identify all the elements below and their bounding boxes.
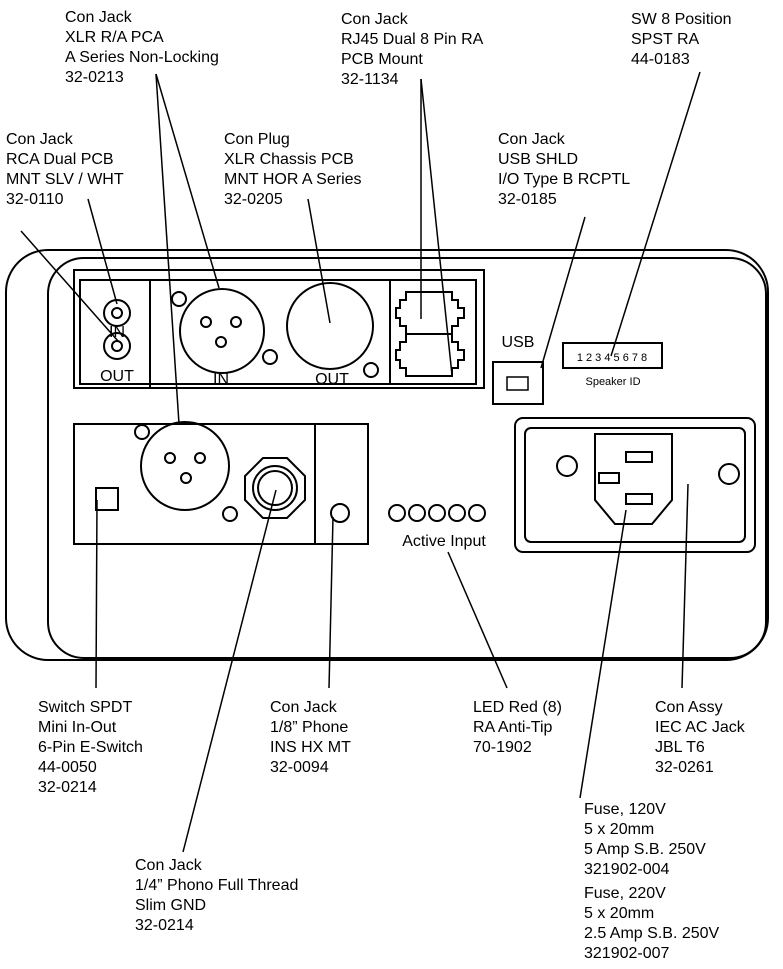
xlr-in-screw-bottom xyxy=(262,349,278,365)
leader-xlr-ra-a xyxy=(155,73,220,289)
usb-port-opening xyxy=(506,376,529,391)
xlr-out-label: OUT xyxy=(315,371,349,388)
leader-xlr-chassis xyxy=(307,198,331,324)
dip-switch-housing xyxy=(562,342,663,369)
rj45-bracket xyxy=(389,279,477,385)
xlr-combo-jack xyxy=(140,421,230,511)
iec-screw-right xyxy=(718,463,740,485)
active-input-label: Active Input xyxy=(402,533,486,550)
rca-in-label: IN xyxy=(109,324,125,341)
leader-dip-switch xyxy=(610,71,701,357)
leader-quarter-phono xyxy=(182,489,277,853)
quarter-phono-jack xyxy=(252,465,298,511)
leader-led xyxy=(447,551,508,689)
xlr-combo-pin-3 xyxy=(180,472,192,484)
leader-xlr-ra-b xyxy=(155,73,180,425)
xlr-in-jack xyxy=(179,288,265,374)
rj45-upper xyxy=(395,291,465,335)
leader-eighth-phone xyxy=(328,516,334,689)
usb-port-housing xyxy=(492,361,544,405)
callout-fuse-120: Fuse, 120V 5 x 20mm 5 Amp S.B. 250V 3219… xyxy=(584,801,706,878)
callout-dip-switch: SW 8 Position SPST RA 44-0183 xyxy=(631,11,732,68)
iec-contact-top xyxy=(625,451,653,463)
rca-in-jack xyxy=(103,299,131,327)
xlr-combo-screw-bottom xyxy=(222,506,238,522)
panel-outer-frame xyxy=(5,249,769,661)
usb-label: USB xyxy=(502,334,535,351)
leader-spdt xyxy=(95,499,98,689)
callout-fuse-220: Fuse, 220V 5 x 20mm 2.5 Amp S.B. 250V 32… xyxy=(584,885,720,962)
rj45-lower xyxy=(395,333,465,377)
callout-quarter-phono: Con Jack 1/4” Phono Full Thread Slim GND… xyxy=(135,857,299,934)
callout-led: LED Red (8) RA Anti-Tip 70-1902 xyxy=(473,699,562,756)
leader-usb xyxy=(540,216,586,369)
active-input-led-3 xyxy=(428,504,446,522)
xlr-combo-pin-1 xyxy=(164,452,176,464)
active-input-led-1 xyxy=(388,504,406,522)
rca-out-label: OUT xyxy=(100,368,134,385)
rca-out-pin xyxy=(111,340,123,352)
xlr-in-pin-2 xyxy=(230,316,242,328)
eighth-phone-jack xyxy=(330,503,350,523)
spdt-switch xyxy=(95,487,119,511)
input-module-bottom xyxy=(73,423,369,545)
callout-xlr-chassis: Con Plug XLR Chassis PCB MNT HOR A Serie… xyxy=(224,131,362,208)
iec-module-inner xyxy=(524,427,746,543)
rca-out-jack xyxy=(103,332,131,360)
rca-in-pin xyxy=(111,307,123,319)
callout-usb: Con Jack USB SHLD I/O Type B RCPTL 32-01… xyxy=(498,131,631,208)
iec-ac-socket xyxy=(594,433,673,525)
leader-rj45-b xyxy=(420,78,453,376)
callout-eighth-phone: Con Jack 1/8” Phone INS HX MT 32-0094 xyxy=(270,699,351,776)
quarter-phono-nut xyxy=(244,457,306,519)
iec-contact-bottom xyxy=(625,493,653,505)
callout-rj45: Con Jack RJ45 Dual 8 Pin RA PCB Mount 32… xyxy=(341,11,484,88)
callout-xlr-ra: Con Jack XLR R/A PCA A Series Non-Lockin… xyxy=(65,9,219,86)
iec-contact-left xyxy=(598,472,620,484)
active-input-led-2 xyxy=(408,504,426,522)
xlr-combo-screw-top xyxy=(134,424,150,440)
leader-rca-in xyxy=(87,198,118,305)
leader-iec xyxy=(681,483,689,689)
xlr-in-label: IN xyxy=(213,371,229,388)
panel-inner-frame xyxy=(47,257,767,659)
callout-spdt: Switch SPDT Mini In-Out 6-Pin E-Switch 4… xyxy=(38,699,143,796)
leader-rca-out xyxy=(20,230,119,342)
iec-screw-left xyxy=(556,455,578,477)
callout-rca: Con Jack RCA Dual PCB MNT SLV / WHT 32-0… xyxy=(6,131,124,208)
xlr-out-jack xyxy=(286,282,374,370)
active-input-led-5 xyxy=(468,504,486,522)
active-input-led-4 xyxy=(448,504,466,522)
xlr-in-screw-top xyxy=(171,291,187,307)
callout-iec: Con Assy IEC AC Jack JBL T6 32-0261 xyxy=(655,699,745,776)
quarter-phono-inner xyxy=(257,470,293,506)
xlr-combo-pin-2 xyxy=(194,452,206,464)
xlr-out-screw xyxy=(363,362,379,378)
speaker-id-label: Speaker ID xyxy=(585,376,640,388)
iec-module-outer xyxy=(514,417,756,553)
leader-fuse xyxy=(579,509,627,799)
xlr-in-pin-1 xyxy=(200,316,212,328)
input-module-top xyxy=(73,269,485,389)
dip-switch-numbers: 1 2 3 4 5 6 7 8 xyxy=(577,352,647,364)
xlr-in-pin-3 xyxy=(215,336,227,348)
